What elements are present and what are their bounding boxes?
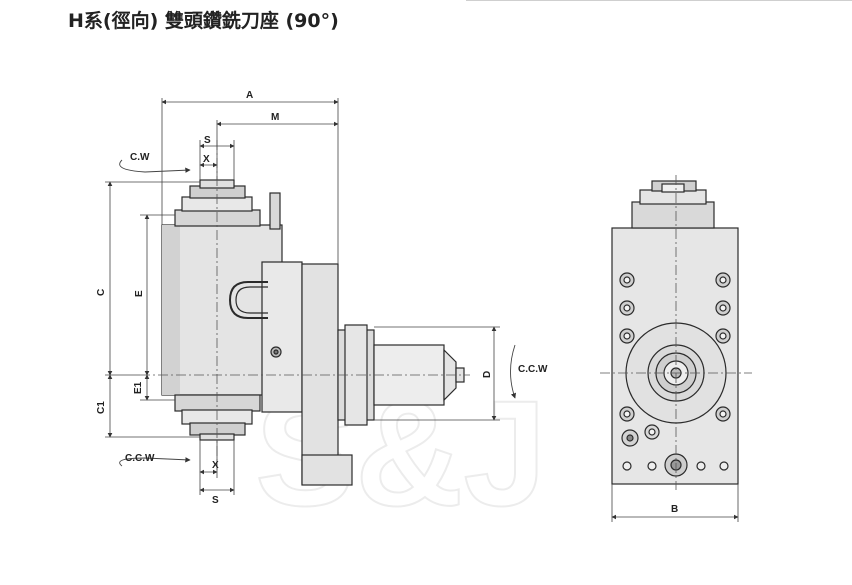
front-dimensions (611, 484, 739, 522)
dim-label-S-bottom: S (212, 495, 219, 506)
dim-label-E: E (134, 290, 145, 297)
side-centerlines (140, 140, 470, 470)
side-flange-foot (301, 454, 353, 486)
cw-top-arrow (119, 159, 191, 173)
side-lever (269, 192, 281, 230)
front-top-block (631, 201, 715, 229)
dim-label-C1: C1 (96, 401, 107, 414)
ccw-right-arrow (510, 344, 517, 399)
side-bottom-collar (174, 394, 261, 412)
dim-label-D: D (482, 371, 493, 378)
side-body-shade (162, 225, 180, 395)
side-view (161, 179, 465, 486)
dim-label-A: A (246, 90, 253, 101)
front-centerlines (600, 175, 752, 490)
dim-label-M: M (271, 112, 279, 123)
side-u-bolt (228, 281, 268, 319)
dim-label-E1: E1 (133, 381, 144, 394)
dim-label-C: C (96, 289, 107, 296)
dim-label-S-top: S (204, 135, 211, 146)
dim-label-X-bottom: X (212, 460, 219, 471)
ccw-right-label: C.C.W (518, 364, 548, 375)
side-dimensions (105, 98, 500, 495)
side-top-collar (174, 209, 261, 227)
ccw-bottom-label: C.C.W (125, 453, 155, 464)
front-view (611, 180, 739, 485)
header-divider (466, 0, 852, 1)
ccw-bottom-arrow (119, 457, 191, 467)
side-flange (301, 263, 339, 485)
dim-label-B: B (671, 504, 678, 515)
front-bolt-holes (619, 272, 731, 422)
dim-label-X-top: X (203, 154, 210, 165)
side-neck (261, 261, 303, 413)
cw-top-label: C.W (130, 152, 150, 163)
page-title: H系(徑向) 雙頭鑽銑刀座 (90°) (68, 10, 339, 32)
rotation-arrows (119, 159, 517, 467)
